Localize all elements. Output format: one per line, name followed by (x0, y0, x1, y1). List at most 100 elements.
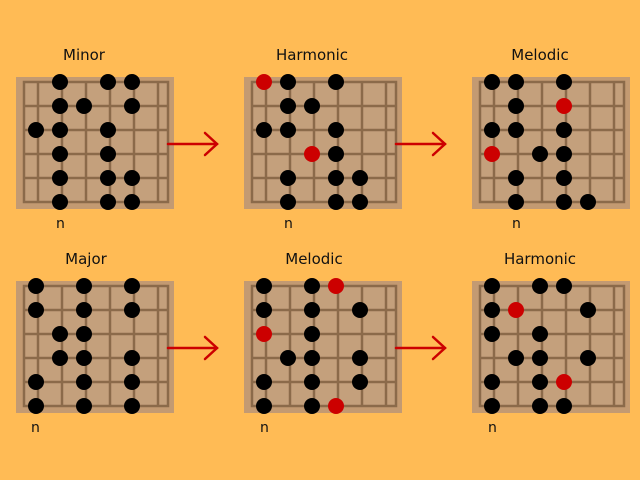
highlight-dot (328, 398, 344, 414)
scale-dot (352, 194, 368, 210)
scale-dot (328, 74, 344, 90)
scale-dot (484, 122, 500, 138)
scale-dot (100, 146, 116, 162)
scale-dot (280, 98, 296, 114)
arrow-icon (394, 335, 447, 361)
scale-dot (352, 374, 368, 390)
highlight-dot (256, 74, 272, 90)
scale-dot (304, 98, 320, 114)
scale-dot (28, 278, 44, 294)
scale-dot (76, 98, 92, 114)
scale-dot (52, 326, 68, 342)
scale-dot (100, 194, 116, 210)
scale-dot (328, 146, 344, 162)
highlight-dot (256, 326, 272, 342)
scale-dot (508, 350, 524, 366)
scale-dot (556, 170, 572, 186)
scale-dot (52, 122, 68, 138)
scale-dot (352, 302, 368, 318)
scale-dot (124, 398, 140, 414)
scale-dot (28, 398, 44, 414)
scale-dot (76, 374, 92, 390)
highlight-dot (556, 98, 572, 114)
diagram-title-melodic-top: Melodic (511, 46, 568, 64)
fretboard-frame (250, 284, 398, 408)
scale-dot (100, 170, 116, 186)
scale-dot (508, 194, 524, 210)
scale-dot (280, 194, 296, 210)
scale-dot (328, 194, 344, 210)
scale-dot (304, 302, 320, 318)
scale-dot (124, 194, 140, 210)
scale-dot (76, 398, 92, 414)
scale-dot (304, 350, 320, 366)
root-label-major: n (31, 420, 40, 436)
scale-dot (76, 350, 92, 366)
highlight-dot (304, 146, 320, 162)
scale-dot (280, 74, 296, 90)
scale-dot (556, 278, 572, 294)
scale-dot (28, 302, 44, 318)
scale-dot (76, 326, 92, 342)
fretboard-melodic-bottom (244, 278, 402, 414)
scale-dot (484, 326, 500, 342)
scale-dot (304, 278, 320, 294)
scale-dot (580, 194, 596, 210)
diagram-title-melodic-bottom: Melodic (285, 250, 342, 268)
scale-dot (508, 170, 524, 186)
highlight-dot (508, 302, 524, 318)
scale-dot (76, 302, 92, 318)
scale-dot (28, 122, 44, 138)
scale-dot (556, 146, 572, 162)
scale-dot (508, 122, 524, 138)
scale-dot (124, 74, 140, 90)
fretboard-melodic-top (472, 74, 630, 210)
scale-dot (556, 74, 572, 90)
arrow-icon (394, 131, 447, 157)
scale-dot (556, 194, 572, 210)
scale-dot (328, 170, 344, 186)
fretboard-major (16, 278, 174, 414)
scale-dot (508, 74, 524, 90)
scale-dot (28, 374, 44, 390)
scale-dot (532, 350, 548, 366)
scale-dot (352, 170, 368, 186)
arrow-icon (166, 335, 219, 361)
highlight-dot (556, 374, 572, 390)
scale-dot (124, 170, 140, 186)
scale-dot (52, 98, 68, 114)
scale-dot (52, 170, 68, 186)
scale-dot (304, 326, 320, 342)
scale-dot (484, 374, 500, 390)
fretboard-frame (478, 284, 626, 408)
scale-dot (532, 326, 548, 342)
scale-dot (280, 170, 296, 186)
fretboard-frame (250, 80, 398, 204)
scale-dot (484, 278, 500, 294)
fretboard-minor (16, 74, 174, 210)
scale-dot (124, 278, 140, 294)
scale-dot (556, 122, 572, 138)
scale-dot (124, 350, 140, 366)
arrow-icon (166, 131, 219, 157)
scale-dot (532, 374, 548, 390)
highlight-dot (328, 278, 344, 294)
scale-dot (256, 398, 272, 414)
scale-dot (304, 398, 320, 414)
fretboard-harmonic-top (244, 74, 402, 210)
scale-dot (556, 398, 572, 414)
scale-dot (52, 194, 68, 210)
scale-dot (76, 278, 92, 294)
diagram-title-major: Major (65, 250, 107, 268)
scale-dot (100, 74, 116, 90)
diagram-title-minor: Minor (63, 46, 106, 64)
scale-dot (52, 146, 68, 162)
scale-dot (352, 350, 368, 366)
scale-dot (484, 302, 500, 318)
fretboard-frame (478, 80, 626, 204)
fretboard-frame (22, 284, 170, 408)
root-label-minor: n (56, 216, 65, 232)
root-label-harmonic-top: n (284, 216, 293, 232)
scale-dot (508, 98, 524, 114)
